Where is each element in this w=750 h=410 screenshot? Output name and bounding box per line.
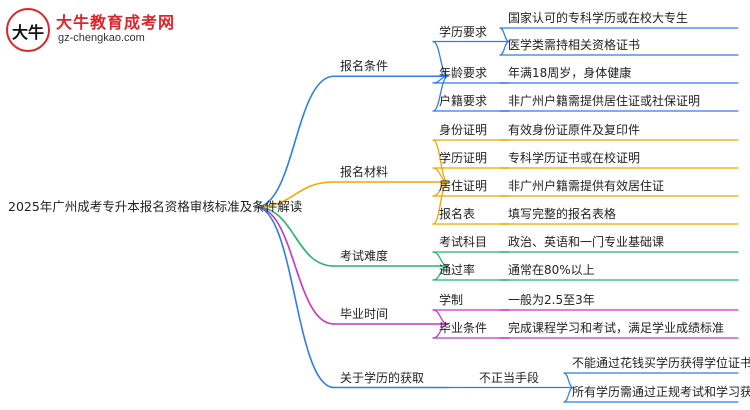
child-label-3-2: 通过率 xyxy=(439,263,476,277)
child-label-2-2: 学历证明 xyxy=(439,151,488,165)
logo-mark-text: 大牛 xyxy=(11,23,44,42)
leaf-label-5-1-2: 所有学历需通过正规考试和学习获得 xyxy=(572,385,750,399)
leaf-label-5-1-1: 不能通过花钱买学历获得学位证书 xyxy=(572,356,750,370)
child-label-1-3: 户籍要求 xyxy=(439,94,488,108)
leaf-label-2-2-1: 专科学历证书或在校证明 xyxy=(508,151,641,165)
branch-label-3: 考试难度 xyxy=(340,249,389,263)
site-logo: 大牛 大牛教育成考网 gz-chengkao.com xyxy=(6,6,196,56)
branch-link-3 xyxy=(255,206,335,267)
leaf-label-1-3-1: 非广州户籍需提供居住证或社保证明 xyxy=(508,94,701,108)
branch-label-2: 报名材料 xyxy=(340,165,389,179)
child-link-2-4 xyxy=(432,181,449,225)
child-label-5-1: 不正当手段 xyxy=(479,370,540,385)
child-label-4-2: 毕业条件 xyxy=(439,321,488,335)
leaf-label-1-1-1: 国家认可的专科学历或在校大专生 xyxy=(508,11,689,25)
child-label-2-3: 居住证明 xyxy=(439,179,488,193)
child-label-2-1: 身份证明 xyxy=(439,123,488,137)
child-label-4-1: 学制 xyxy=(439,293,464,307)
child-label-1-1: 学历要求 xyxy=(439,24,488,39)
logo-title: 大牛教育成考网 xyxy=(56,13,176,32)
child-link-1-1 xyxy=(432,40,449,77)
branch-label-5: 关于学历的获取 xyxy=(340,370,425,385)
branch-link-2 xyxy=(255,181,335,208)
leaf-label-4-2-1: 完成课程学习和考试，满足学业成绩标准 xyxy=(508,321,725,335)
leaf-label-3-2-1: 通常在80%以上 xyxy=(508,263,595,277)
leaf-label-2-1-1: 有效身份证原件及复印件 xyxy=(508,123,641,137)
branch-link-4 xyxy=(255,206,335,325)
leaf-label-4-1-1: 一般为2.5至3年 xyxy=(508,293,595,307)
leaf-label-2-3-1: 非广州户籍需提供有效居住证 xyxy=(508,179,665,193)
child-label-1-2: 年龄要求 xyxy=(439,66,488,80)
logo-url: gz-chengkao.com xyxy=(58,32,145,44)
branch-label-1: 报名条件 xyxy=(340,59,389,74)
leaf-label-1-1-2: 医学类需持相关资格证书 xyxy=(508,38,641,52)
leaf-label-2-4-1: 填写完整的报名表格 xyxy=(508,207,617,221)
child-label-2-4: 报名表 xyxy=(439,207,476,221)
branch-label-4: 毕业时间 xyxy=(340,307,389,321)
child-link-1-3 xyxy=(432,75,449,112)
leaf-label-1-2-1: 年满18周岁，身体健康 xyxy=(508,66,632,80)
branch-link-1 xyxy=(255,75,335,208)
leaf-label-3-1-1: 政治、英语和一门专业基础课 xyxy=(508,235,665,249)
branch-link-5 xyxy=(255,206,335,389)
child-link-2-1 xyxy=(432,139,449,183)
root-topic: 2025年广州成考专升本报名资格审核标准及条件解读 xyxy=(8,199,303,214)
logo-mark-icon: 大牛 xyxy=(6,8,50,52)
child-label-3-1: 考试科目 xyxy=(439,235,488,249)
